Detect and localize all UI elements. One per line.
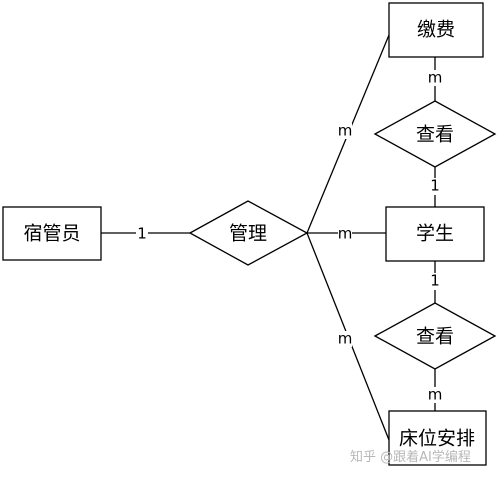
entity-student: 学生	[385, 206, 485, 262]
entity-payment: 缴费	[388, 2, 484, 58]
relationship-view-bottom: 查看	[373, 302, 497, 370]
entity-payment-label: 缴费	[417, 19, 455, 41]
relationship-view-top-label: 查看	[416, 124, 454, 146]
cardinality-manage-payment: m	[338, 122, 353, 140]
entity-bed-arrangement-label: 床位安排	[399, 428, 475, 450]
relationship-view-bottom-label: 查看	[416, 326, 454, 348]
relationship-manage: 管理	[188, 200, 309, 266]
cardinality-student-view: 1	[430, 272, 440, 290]
entity-dorm-manager: 宿管员	[2, 206, 102, 261]
cardinality-manager-manage: 1	[137, 225, 147, 243]
cardinality-payment-view: m	[428, 69, 443, 87]
cardinality-manage-bed: m	[338, 330, 353, 348]
entity-dorm-manager-label: 宿管员	[23, 223, 80, 245]
cardinality-view-student: 1	[430, 177, 440, 195]
relationship-manage-label: 管理	[229, 223, 267, 245]
watermark-text: 知乎 @跟着AI学编程	[350, 450, 471, 465]
entity-bed-arrangement: 床位安排	[388, 410, 487, 466]
entity-student-label: 学生	[416, 223, 454, 245]
cardinality-view-bed: m	[428, 386, 443, 404]
relationship-view-top: 查看	[373, 100, 497, 168]
cardinality-labels: 1 m m m m 1 1 m	[136, 69, 442, 404]
cardinality-manage-student: m	[338, 225, 353, 243]
